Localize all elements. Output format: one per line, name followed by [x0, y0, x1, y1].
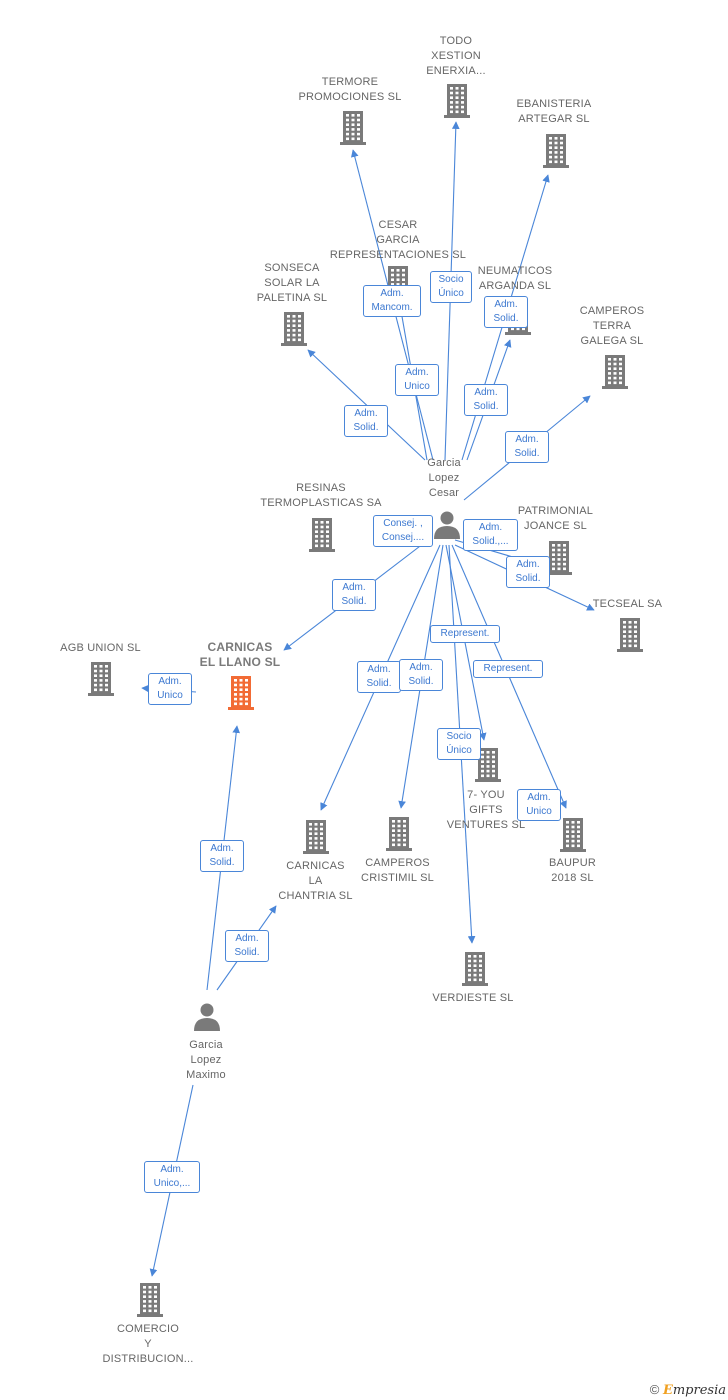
building-icon-verdieste[interactable] [462, 952, 488, 986]
building-icon-todo[interactable] [444, 84, 470, 118]
building-icon-carnicas-chantria[interactable] [303, 820, 329, 854]
edge-label-socio-unico-verdieste[interactable]: Socio Único [437, 728, 481, 760]
node-label-seven-you[interactable]: 7- YOU GIFTS VENTURES SL [446, 789, 526, 831]
edge-label-adm-solid-neumaticos[interactable]: Adm. Solid. [464, 384, 508, 416]
edge-label-adm-solid-chantria-maximo[interactable]: Adm. Solid. [225, 930, 269, 962]
node-label-agb[interactable]: AGB UNION SL [60, 642, 141, 654]
node-label-camperos-cristimil[interactable]: CAMPEROS CRISTIMIL SL [361, 857, 434, 884]
edge-label-adm-solid-camperos-terra[interactable]: Adm. Solid. [505, 431, 549, 463]
building-icon-resinas[interactable] [309, 518, 335, 552]
edge-label-adm-unico-baupur[interactable]: Adm. Unico [517, 789, 561, 821]
node-label-garcia-cesar[interactable]: Garcia Lopez Cesar [427, 457, 461, 499]
node-label-termore[interactable]: TERMORE PROMOCIONES SL [298, 76, 402, 103]
node-label-todo[interactable]: TODO XESTION ENERXIA... [426, 35, 486, 77]
node-label-patrimonial[interactable]: PATRIMONIAL JOANCE SL [517, 505, 594, 532]
node-label-neumaticos[interactable]: NEUMATICOS ARGANDA SL [477, 265, 553, 292]
person-icon-garcia-maximo[interactable] [194, 1003, 220, 1032]
empresia-logo[interactable]: Empresia [662, 1383, 726, 1398]
node-label-resinas[interactable]: RESINAS TERMOPLASTICAS SA [260, 482, 382, 509]
building-icon-agb[interactable] [88, 662, 114, 696]
edge-label-adm-solid-cristimil[interactable]: Adm. Solid. [399, 659, 443, 691]
building-icon-sonseca[interactable] [281, 312, 307, 346]
node-label-camperos-terra[interactable]: CAMPEROS TERRA GALEGA SL [579, 305, 645, 347]
edge-label-adm-unico-comercio[interactable]: Adm. Unico,... [144, 1161, 200, 1193]
node-label-tecseal[interactable]: TECSEAL SA [592, 598, 663, 610]
building-icon-tecseal[interactable] [617, 618, 643, 652]
copyright-symbol: © [649, 1382, 660, 1397]
node-label-comercio[interactable]: COMERCIO Y DISTRIBUCION... [102, 1323, 194, 1365]
building-icon-camperos-terra[interactable] [602, 355, 628, 389]
edge-label-represent-baupur[interactable]: Represent. [473, 660, 543, 678]
building-icon-camperos-cristimil[interactable] [386, 817, 412, 851]
edge-label-adm-unico-agb[interactable]: Adm. Unico [148, 673, 192, 705]
edge-label-socio-unico-todo[interactable]: Socio Único [430, 271, 472, 303]
edge-label-adm-solid-tecseal[interactable]: Adm. Solid. [506, 556, 550, 588]
node-label-ebanisteria[interactable]: EBANISTERIA ARTEGAR SL [516, 98, 592, 125]
edge-label-adm-solid-carnicas-llano-cesar[interactable]: Adm. Solid. [332, 579, 376, 611]
building-icon-patrimonial[interactable] [546, 541, 572, 575]
building-icon-carnicas-llano[interactable] [228, 676, 254, 710]
node-label-carnicas-chantria[interactable]: CARNICAS LA CHANTRIA SL [278, 860, 353, 902]
footer-brand: © Empresia [650, 1382, 726, 1398]
node-label-baupur[interactable]: BAUPUR 2018 SL [548, 857, 597, 884]
edge-label-adm-mancom-cesar-garcia[interactable]: Adm. Mancom. [363, 285, 421, 317]
edge-label-adm-solid-ebanisteria[interactable]: Adm. Solid. [484, 296, 528, 328]
edge-label-consej-resinas[interactable]: Consej. , Consej.... [373, 515, 433, 547]
edge-label-adm-unico-termore[interactable]: Adm. Unico [395, 364, 439, 396]
building-icon-seven-you[interactable] [475, 748, 501, 782]
building-icon-comercio[interactable] [137, 1283, 163, 1317]
building-icon-baupur[interactable] [560, 818, 586, 852]
edge-label-adm-solid-chantria-cesar[interactable]: Adm. Solid. [357, 661, 401, 693]
node-label-garcia-maximo[interactable]: Garcia Lopez Maximo [186, 1039, 226, 1081]
node-label-sonseca[interactable]: SONSECA SOLAR LA PALETINA SL [256, 262, 328, 304]
building-icon-termore[interactable] [340, 111, 366, 145]
building-icon-ebanisteria[interactable] [543, 134, 569, 168]
edge-label-adm-solid-carnicas-llano-maximo[interactable]: Adm. Solid. [200, 840, 244, 872]
edge-label-represent-seven-you[interactable]: Represent. [430, 625, 500, 643]
edge-label-adm-solid-sonseca[interactable]: Adm. Solid. [344, 405, 388, 437]
person-icon-garcia-cesar[interactable] [434, 511, 460, 540]
node-label-cesar-garcia[interactable]: CESAR GARCIA REPRESENTACIONES SL [329, 219, 467, 261]
node-label-verdieste[interactable]: VERDIESTE SL [432, 992, 514, 1004]
edge-label-adm-solid-patrimonial[interactable]: Adm. Solid.,... [463, 519, 518, 551]
node-label-carnicas-llano[interactable]: CARNICAS EL LLANO SL [199, 640, 281, 669]
